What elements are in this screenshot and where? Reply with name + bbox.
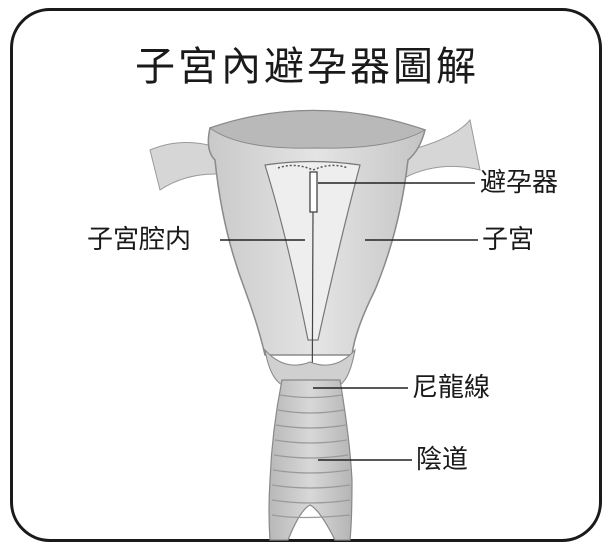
label-iud: 避孕器 (480, 168, 558, 198)
label-nylon-string: 尼龍線 (412, 373, 490, 403)
iud-stem (310, 172, 317, 212)
label-vagina: 陰道 (416, 445, 468, 475)
label-uterus: 子宮 (482, 225, 534, 255)
label-uterine-cavity: 子宮腔内 (87, 225, 191, 255)
